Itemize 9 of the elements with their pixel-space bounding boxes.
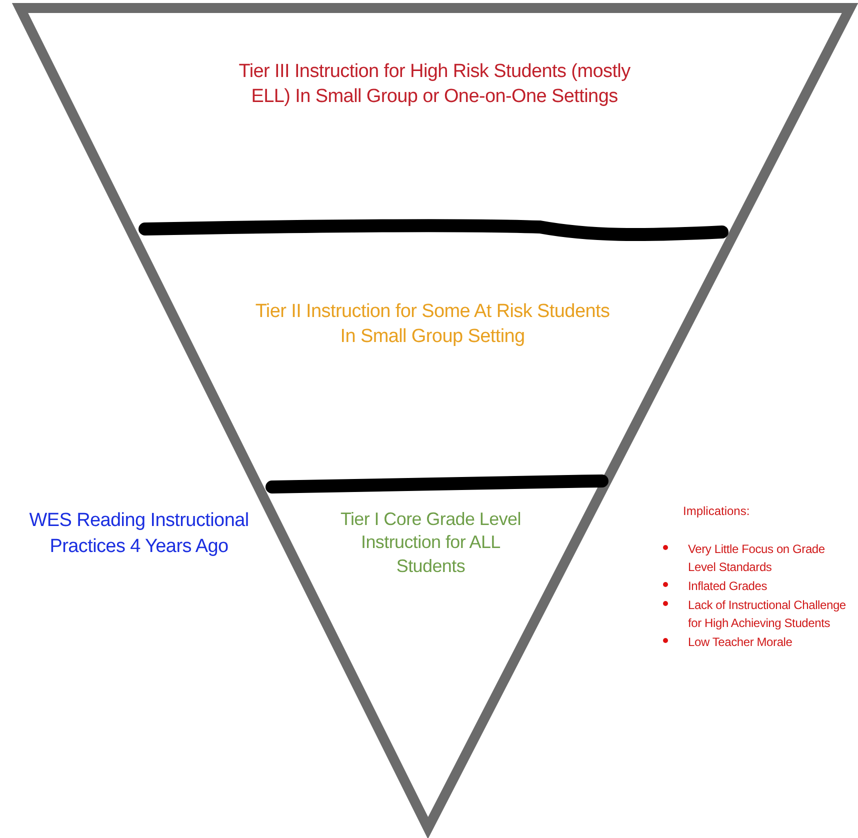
- list-item: Inflated Grades: [688, 579, 768, 593]
- tier-label: Tier II Instruction for Some At Risk Students In Small Group Setting: [254, 300, 611, 349]
- list-item: Low Teacher Morale: [688, 635, 792, 649]
- tier-label: Tier III Instruction for High Risk Students (mostly ELL) In Small Group or One-on-One Settings: [238, 60, 632, 109]
- tier-label: Tier I Core Grade Level Instruction for ALL Students: [339, 508, 522, 578]
- side-caption: WES Reading Instructional Practices 4 Years Ago: [28, 509, 250, 559]
- list-heading: Implications:: [683, 504, 750, 518]
- list-item: Lack of Instructional Challenge for High Achieving Students: [688, 598, 846, 630]
- list-item: Very Little Focus on Grade Level Standards: [688, 542, 825, 574]
